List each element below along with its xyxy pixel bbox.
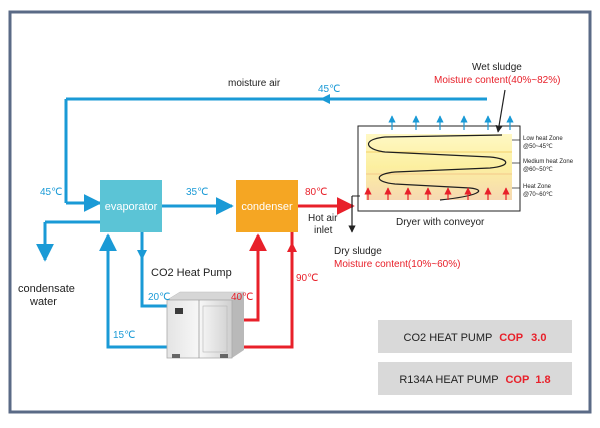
zone-low-label: Low heat Zone (523, 136, 563, 142)
cop-r134a-value: 1.8 (535, 374, 550, 386)
temp-80: 80℃ (305, 187, 327, 198)
cop-r134a-label: R134A HEAT PUMP (399, 374, 498, 386)
zone-medium-label: Medium heat Zone (523, 159, 574, 165)
temp-45-left: 45℃ (40, 187, 62, 198)
evaporator-box (100, 180, 162, 232)
temp-40: 40℃ (231, 292, 253, 303)
condensate-label-1: condensate (18, 283, 75, 295)
temp-45-top: 45℃ (318, 84, 340, 95)
zone-heat-temp: @70~60℃ (523, 192, 553, 198)
heat-arrows (364, 187, 510, 200)
temp-90: 90℃ (296, 273, 318, 284)
temp-20: 20℃ (148, 292, 170, 303)
cop-co2-value: 3.0 (531, 332, 546, 344)
wet-sludge-label: Wet sludge (472, 62, 522, 73)
cop-co2-keyword: COP (499, 332, 523, 344)
dryer-caption: Dryer with conveyor (396, 217, 485, 228)
evaporator-loop (99, 232, 167, 349)
outer-frame (8, 10, 592, 414)
evaporator-label: evaporator (105, 201, 158, 213)
condenser-label: condenser (241, 201, 293, 213)
condensate-label-2: water (29, 296, 57, 308)
pump-title: CO2 Heat Pump (151, 267, 232, 279)
conveyor-path (367, 134, 507, 201)
cop-box-r134a: R134A HEAT PUMP COP 1.8 (378, 362, 572, 395)
svg-text:CO2 HEAT PUMP COP: CO2 HEAT PUMP COP 3.0 (404, 332, 547, 344)
zone-medium-temp: @60~50℃ (523, 167, 553, 173)
cop-co2-label: CO2 HEAT PUMP (404, 332, 493, 344)
exhaust-arrows (388, 115, 514, 130)
dry-sludge-label: Dry sludge (334, 246, 382, 257)
condenser-box (236, 180, 298, 232)
cop-r134a-keyword: COP (505, 374, 529, 386)
moisture-air-line (64, 94, 487, 212)
zone-low-temp: @50~45℃ (523, 144, 553, 150)
hot-air-label-2: inlet (314, 225, 333, 236)
dryer-unit (352, 125, 521, 212)
temp-35: 35℃ (186, 187, 208, 198)
condenser-loop (238, 232, 297, 349)
moisture-air-label: moisture air (228, 78, 281, 89)
hot-air-label-1: Hot air (308, 213, 338, 224)
wet-moisture-label: Moisture content(40%~82%) (434, 75, 560, 86)
heat-pump-unit (166, 291, 245, 359)
dry-moisture-label: Moisture content(10%~60%) (334, 259, 460, 270)
svg-text:R134A HEAT PUMP COP: R134A HEAT PUMP COP 1.8 (399, 374, 550, 386)
condensate-line (36, 220, 100, 262)
wet-sludge-pointer (495, 89, 506, 133)
temp-15: 15℃ (113, 330, 135, 341)
zone-heat-label: Heat Zone (523, 184, 552, 190)
cop-box-co2: CO2 HEAT PUMP COP 3.0 (378, 320, 572, 353)
